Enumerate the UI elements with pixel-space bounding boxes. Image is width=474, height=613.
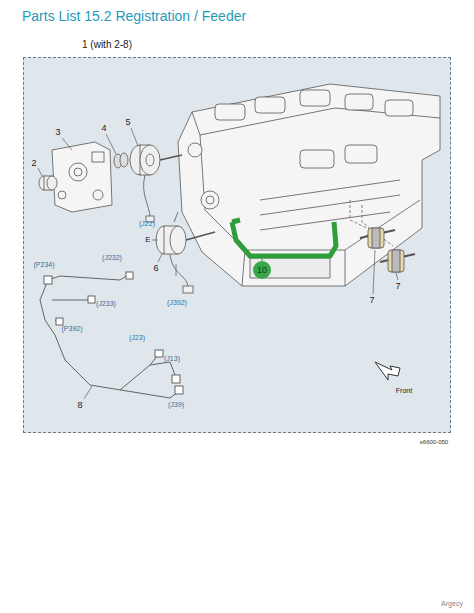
assembly-heading: 1 (with 2-8) (82, 40, 132, 50)
connector-name: (J13) (164, 355, 180, 362)
connector-name: (P392) (61, 325, 82, 332)
bushing (39, 176, 57, 190)
figure-code: s6600-050 (420, 439, 448, 445)
callout-number: 2 (31, 159, 36, 168)
callout-number: 10 (257, 266, 267, 275)
callout-number: 5 (125, 118, 130, 127)
callout-circle: 10 (253, 261, 271, 279)
leader-line (38, 128, 398, 399)
callout-number: 7 (395, 282, 400, 291)
connector-name: (P234) (33, 261, 54, 268)
callout-number: 8 (77, 401, 82, 410)
page-title: Parts List 15.2 Registration / Feeder (22, 9, 246, 23)
front-arrow (375, 362, 400, 380)
wire-harness (40, 272, 183, 398)
highlighted-bracket (232, 220, 336, 256)
watermark: Argecy (441, 600, 463, 607)
callout-number: 4 (101, 124, 106, 133)
callout-number: 3 (55, 128, 60, 137)
connector-name: (J39) (168, 401, 184, 408)
callout-number: 7 (369, 296, 374, 305)
connector-name: (J392) (167, 299, 187, 306)
connector-name: (J22) (139, 220, 155, 227)
direction-label: Front (396, 387, 412, 394)
drive-housing (52, 142, 112, 212)
callout-letter: E (145, 236, 150, 244)
assembly-panel: 1 (with 2-8)10 (23, 57, 451, 433)
connector-name: (J23) (129, 334, 145, 341)
connector-name: (J233) (96, 300, 116, 307)
feeder-chassis (178, 84, 440, 286)
feed-roller (360, 228, 415, 272)
gear-small (114, 153, 128, 168)
connector-name: (J232) (102, 254, 122, 261)
motor (156, 212, 215, 293)
callout-number: 6 (153, 264, 158, 273)
panel-ground (23, 57, 451, 433)
clutch (130, 145, 182, 222)
